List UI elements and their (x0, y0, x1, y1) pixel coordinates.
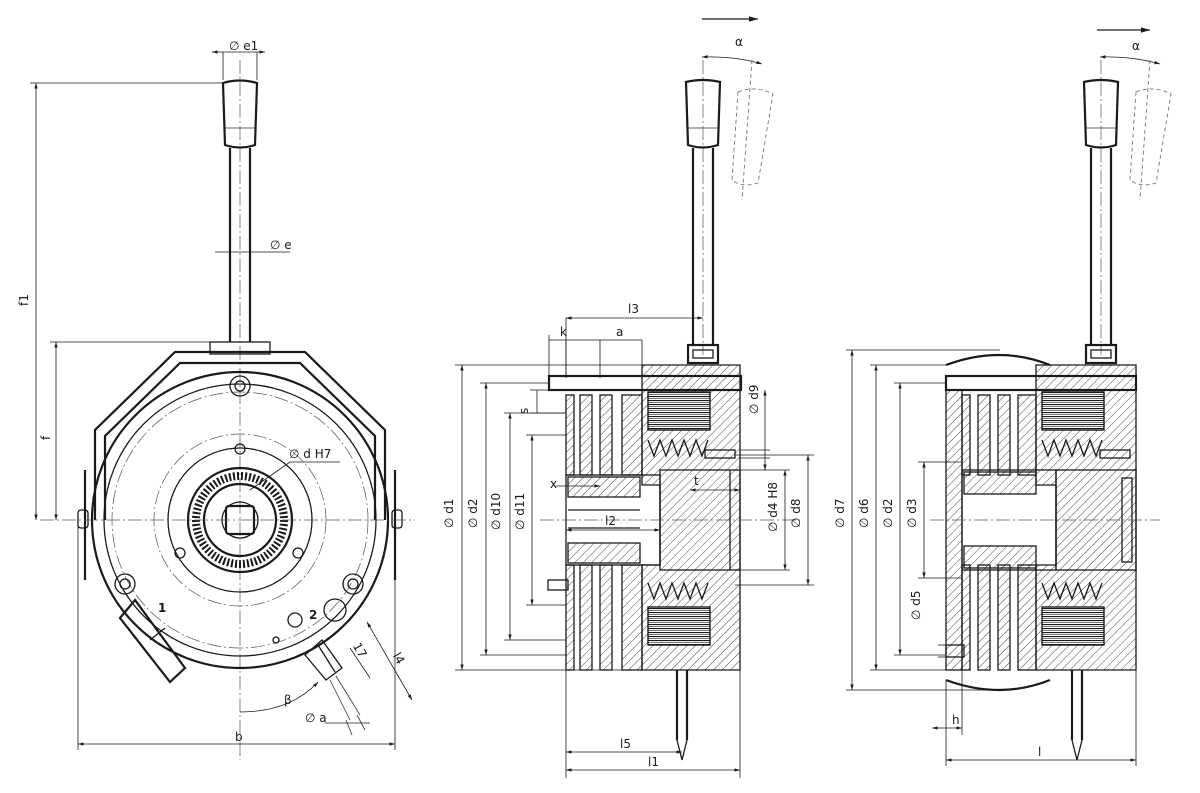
label-l1: l1 (648, 755, 659, 769)
label-17: 17 (350, 640, 370, 660)
label-l2: l2 (605, 514, 616, 528)
handle-rod[interactable] (228, 148, 252, 342)
handle-knob-right[interactable] (1082, 78, 1120, 149)
label-l: l (1038, 745, 1041, 759)
label-e: ∅ e (270, 238, 292, 252)
label-phiA: ∅ a (305, 711, 327, 725)
label-l3: l3 (628, 302, 639, 316)
label-f: f (39, 435, 53, 440)
label-2: 2 (309, 608, 317, 622)
label-d9: ∅ d9 (747, 384, 761, 414)
label-d7: ∅ d7 (833, 498, 847, 528)
release-lever-1[interactable] (118, 598, 187, 684)
label-d5: ∅ d5 (909, 590, 923, 620)
label-beta: β (284, 693, 292, 707)
label-alpha-mid: α (735, 35, 743, 49)
label-h: h (952, 713, 960, 727)
label-k: k (560, 325, 567, 339)
label-alpha-right: α (1132, 39, 1140, 53)
handle-knob-mid[interactable] (684, 78, 722, 149)
label-d3: ∅ d3 (905, 498, 919, 528)
section-view (455, 16, 814, 778)
spring-bottom (647, 581, 709, 601)
label-1: 1 (158, 601, 166, 615)
label-l5: l5 (620, 737, 631, 751)
coil-top (647, 391, 711, 431)
label-d2-mid: ∅ d2 (466, 498, 480, 528)
label-e1: ∅ e1 (229, 39, 258, 53)
handle-ghost-mid (731, 88, 774, 186)
label-dH7: ∅ d H7 (289, 447, 331, 461)
label-d11: ∅ d11 (513, 493, 527, 530)
coil-bottom (647, 606, 711, 646)
label-d6: ∅ d6 (857, 498, 871, 528)
front-view (30, 50, 415, 760)
label-d4: ∅ d4 H8 (766, 482, 780, 532)
label-d2-right: ∅ d2 (881, 498, 895, 528)
yoke-bracket (93, 350, 387, 520)
label-l4: l4 (390, 650, 408, 666)
handle-knob[interactable] (221, 79, 259, 149)
label-d8: ∅ d8 (789, 498, 803, 528)
handle-ghost-right (1129, 88, 1172, 186)
cable-connector (304, 639, 343, 681)
label-f1: f1 (17, 294, 31, 306)
label-x: x (550, 477, 557, 491)
label-a: a (616, 325, 623, 339)
label-b: b (235, 730, 243, 744)
label-d1: ∅ d1 (442, 498, 456, 528)
label-s: s (517, 408, 531, 414)
label-t: t (694, 474, 699, 488)
section-view-variant (846, 27, 1172, 766)
spring-top (647, 438, 709, 458)
label-d10: ∅ d10 (489, 493, 503, 530)
